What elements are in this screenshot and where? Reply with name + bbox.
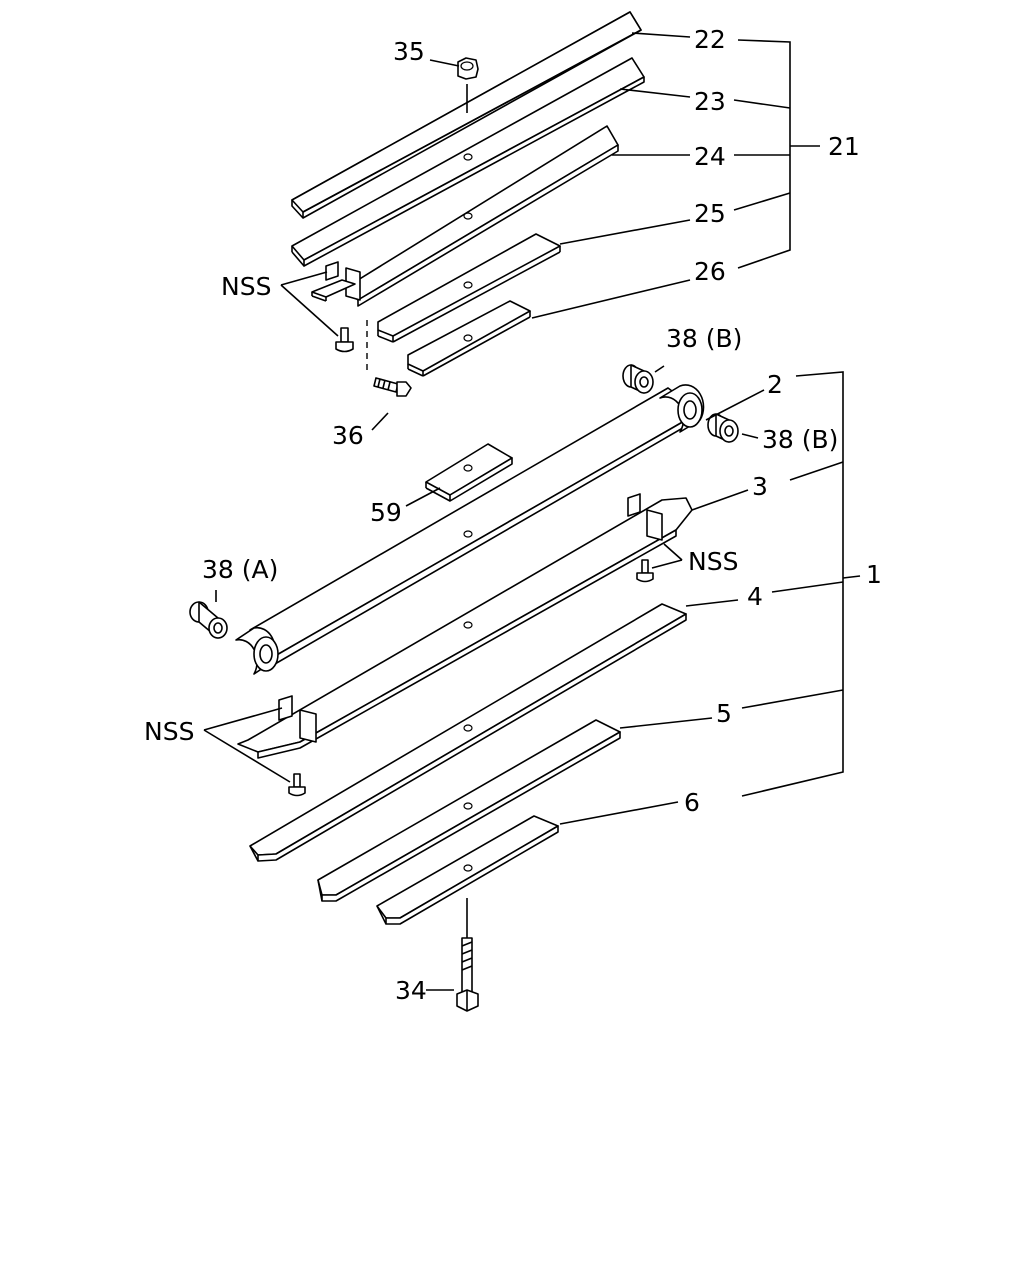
nss-bolt-front [288,773,306,797]
callout-nss-right: NSS [688,547,738,576]
callout-nss-top: NSS [221,272,271,301]
nss-bolt-rear [636,559,654,583]
callout-36: 36 [332,421,364,450]
callout-38a: 38 (A) [202,555,278,584]
bushing-38b-right [707,413,739,443]
callout-6: 6 [684,788,700,817]
callout-24: 24 [694,142,726,171]
callout-21: 21 [828,132,860,161]
leaf-22 [291,11,642,219]
callout-35: 35 [393,37,425,66]
leaf-3 [237,493,693,759]
callout-labels: 22 23 24 25 26 21 35 36 NSS 38 (B) 2 38 … [144,25,882,1005]
callout-nss-left: NSS [144,717,194,746]
callout-34: 34 [395,976,427,1005]
leaf-25 [377,233,561,343]
bushing-38a [189,601,228,639]
leader-lines [203,32,861,991]
nss-bolt-upper [335,327,354,353]
leaf-6 [376,815,559,925]
centre-bolt-34 [456,898,479,1012]
leaf-23 [291,57,645,267]
callout-1: 1 [866,560,882,589]
callout-38b-right: 38 (B) [762,425,838,454]
callout-38b-top: 38 (B) [666,324,742,353]
bolt-36 [373,377,412,397]
leaf-26 [407,300,531,377]
callout-23: 23 [694,87,726,116]
callout-4: 4 [747,582,763,611]
pad-59 [425,443,513,502]
main-leaf-2 [235,384,705,675]
nut-35 [457,57,479,113]
leaf-24 [311,125,619,307]
callout-59: 59 [370,498,402,527]
bushing-38b-top [622,364,654,394]
callout-3: 3 [752,472,768,501]
leaf-4 [249,603,687,862]
callout-22: 22 [694,25,726,54]
callout-26: 26 [694,257,726,286]
leaf-5 [317,719,621,902]
callout-25: 25 [694,199,726,228]
callout-5: 5 [716,699,732,728]
callout-2: 2 [767,370,783,399]
